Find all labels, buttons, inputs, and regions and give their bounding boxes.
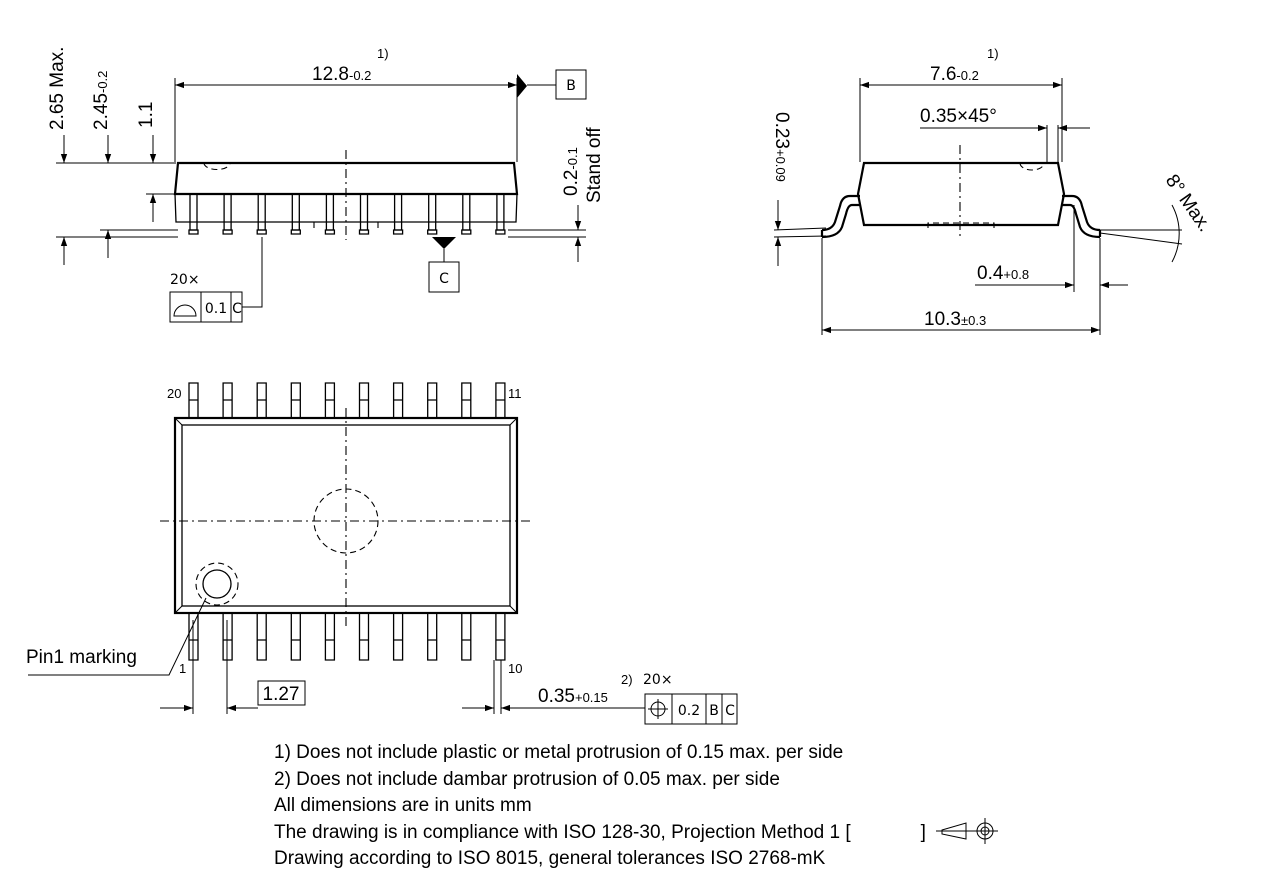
lead-top-18	[256, 382, 267, 418]
side-lead	[359, 194, 369, 231]
profile-surface-icon	[173, 304, 197, 317]
lead-top-20	[188, 382, 199, 418]
side-lead	[393, 194, 403, 231]
note-ref-lead-width: 2)	[621, 672, 633, 687]
side-leads	[188, 194, 506, 235]
note-2: 2) Does not include dambar protrusion of…	[274, 768, 780, 790]
side-lead	[189, 194, 198, 231]
side-lead	[462, 194, 471, 231]
side-lead-foot	[392, 229, 404, 235]
pin1-marking-icon	[202, 569, 232, 599]
side-lead-foot	[324, 229, 336, 235]
side-lead-foot	[495, 229, 506, 235]
lead-bottom-7	[392, 613, 404, 661]
label-pin1-marking: Pin1 marking	[26, 647, 137, 668]
side-lead-foot	[188, 229, 199, 235]
lead-top-11	[495, 382, 506, 418]
position-datum-b: B	[709, 703, 719, 719]
side-view: 2.65 Max. 2.45-0.2 1.1 12.8-0.2 1) B C 0…	[47, 46, 605, 323]
ejector-mark	[313, 488, 379, 554]
position-value: 0.2	[678, 703, 700, 719]
coplanarity-count: 20×	[170, 272, 200, 288]
position-icon	[648, 699, 668, 719]
pin-number-10: 10	[508, 661, 522, 676]
side-lead	[223, 194, 232, 231]
side-lead	[496, 194, 505, 231]
dim-upper-height: 1.1	[136, 102, 157, 128]
dim-foot-length: 0.4+0.8	[977, 263, 1029, 284]
projection-method-icon	[936, 818, 998, 844]
coplanarity-datum: C	[232, 301, 242, 317]
lead-top-13	[427, 382, 438, 418]
pin-number-11: 11	[508, 386, 522, 401]
notes-block: 1) Does not include plastic or metal pro…	[274, 740, 926, 873]
side-lead-foot	[358, 229, 370, 235]
dim-length: 12.8-0.2	[312, 64, 371, 85]
end-lead-left	[821, 194, 860, 232]
dim-angle: 8° Max.	[1161, 171, 1215, 236]
side-lead-foot	[427, 229, 438, 235]
end-body	[856, 161, 1066, 227]
side-lead	[325, 194, 335, 231]
lead-top-12	[461, 382, 472, 418]
dim-total-width: 10.3±0.3	[924, 309, 986, 330]
lead-top-17	[290, 382, 301, 418]
end-view: 7.6-0.2 1) 0.35×45° 0.23+0.09 8° Max. 0.…	[771, 46, 1215, 335]
lead-top-16	[324, 382, 336, 418]
top-view: Pin1 marking 20 11 1 10 1.27 0.35+0.15 2…	[26, 382, 738, 725]
side-lead	[291, 194, 300, 231]
lead-bottom-10	[495, 613, 506, 661]
lead-bottom-8	[427, 613, 438, 661]
position-datum-c: C	[725, 703, 735, 719]
label-standoff: Stand off	[584, 127, 605, 203]
dim-lead-thickness: 0.23+0.09	[771, 112, 792, 182]
side-lead	[428, 194, 437, 231]
lead-bottom-6	[358, 613, 370, 661]
note-tolerances: Drawing according to ISO 8015, general t…	[274, 848, 826, 870]
lead-bottom-4	[290, 613, 301, 661]
dim-lead-width: 0.35+0.15	[538, 686, 608, 707]
side-lead-foot	[461, 229, 472, 235]
lead-top-14	[392, 382, 404, 418]
datum-b: B	[566, 78, 576, 94]
side-lead-foot	[290, 229, 301, 235]
note-units: All dimensions are in units mm	[274, 795, 532, 817]
lead-bottom-5	[324, 613, 336, 661]
coplanarity-value: 0.1	[205, 301, 227, 317]
dim-overall-height: 2.65 Max.	[47, 47, 68, 130]
side-lead	[257, 194, 266, 231]
pin-number-1: 1	[179, 661, 186, 676]
dim-standoff: 0.2-0.1	[561, 147, 582, 196]
note-ref-width: 1)	[987, 46, 999, 61]
pin-number-20: 20	[167, 386, 181, 401]
note-ref-length: 1)	[377, 46, 389, 61]
dim-pitch: 1.27	[263, 684, 300, 705]
note-projection: The drawing is in compliance with ISO 12…	[274, 821, 926, 843]
lead-top-15	[358, 382, 370, 418]
datum-c: C	[439, 271, 449, 287]
position-count: 20×	[643, 672, 673, 688]
lead-top-19	[222, 382, 233, 418]
note-1: 1) Does not include plastic or metal pro…	[274, 742, 844, 763]
end-lead-right	[1062, 194, 1101, 232]
lead-bottom-9	[461, 613, 472, 661]
dim-chamfer: 0.35×45°	[920, 106, 997, 127]
side-lead-foot	[256, 229, 267, 235]
side-lead-foot	[222, 229, 233, 235]
lead-bottom-3	[256, 613, 267, 661]
dim-width: 7.6-0.2	[930, 64, 979, 85]
lead-bottom-2	[222, 613, 233, 661]
dim-body-height: 2.45-0.2	[91, 71, 112, 130]
